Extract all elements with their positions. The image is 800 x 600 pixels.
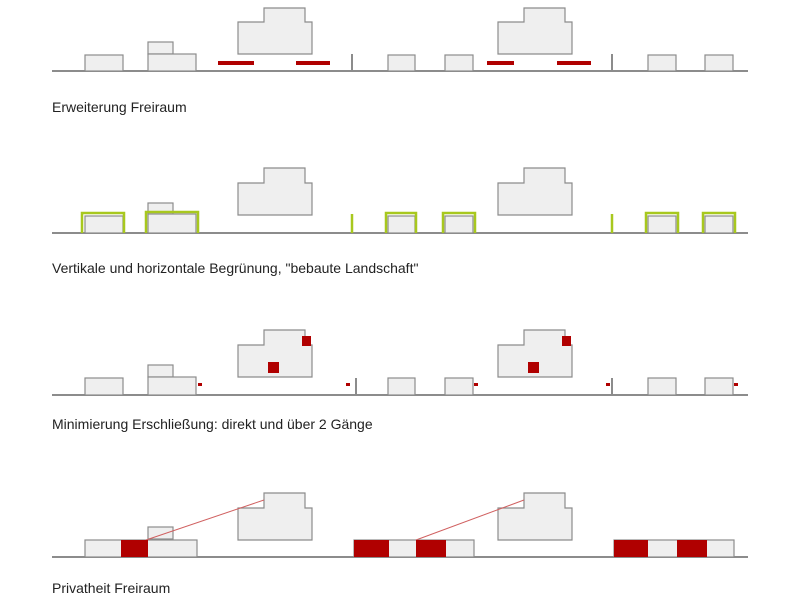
low-building <box>84 54 124 72</box>
low-building <box>704 215 734 234</box>
circulation-core <box>302 336 311 346</box>
open-space-marker <box>218 61 254 65</box>
low-building <box>704 377 734 396</box>
panel-2-begruenung: Vertikale und horizontale Begrünung, "be… <box>52 167 748 276</box>
private-open-space <box>677 540 707 557</box>
sightline <box>415 499 525 541</box>
green-roof-facade <box>80 211 126 233</box>
panel-caption: Minimierung Erschließung: direkt und übe… <box>52 416 373 432</box>
low-building <box>647 215 677 234</box>
low-building <box>387 377 416 396</box>
open-space-marker <box>557 61 591 65</box>
panel-caption: Privatheit Freiraum <box>52 580 170 596</box>
green-roof-facade <box>384 211 418 233</box>
panel-caption: Erweiterung Freiraum <box>52 99 187 115</box>
low-building <box>147 53 197 72</box>
low-building <box>147 376 197 396</box>
low-building <box>387 215 416 234</box>
low-building <box>444 377 474 396</box>
panel-3-erschliessung: Minimierung Erschließung: direkt und übe… <box>52 329 748 432</box>
private-open-space <box>416 540 446 557</box>
green-roof-facade <box>701 211 737 233</box>
panel-caption: Vertikale und horizontale Begrünung, "be… <box>52 260 418 276</box>
upper-block <box>237 7 313 55</box>
upper-block <box>497 492 573 541</box>
access-point <box>346 383 350 386</box>
open-space-marker <box>296 61 330 65</box>
private-open-space <box>121 540 148 557</box>
green-roof-facade <box>144 210 200 233</box>
low-building <box>647 54 677 72</box>
low-building <box>444 215 474 234</box>
access-point <box>474 383 478 386</box>
private-open-space <box>614 540 648 557</box>
circulation-core <box>528 362 539 373</box>
upper-block <box>237 492 313 541</box>
access-point <box>198 383 202 386</box>
circulation-core <box>562 336 571 346</box>
low-building <box>704 54 734 72</box>
upper-block <box>497 167 573 216</box>
green-roof-facade <box>441 211 477 233</box>
circulation-core <box>268 362 279 373</box>
access-point <box>606 383 610 386</box>
panel-1-erweiterung-freiraum: Erweiterung Freiraum <box>52 7 748 115</box>
low-building <box>444 54 474 72</box>
private-open-space <box>354 540 389 557</box>
rooftop-addition <box>147 41 174 55</box>
green-roof-facade <box>644 211 680 233</box>
rooftop-addition <box>147 526 174 540</box>
low-building <box>84 215 124 234</box>
open-space-marker <box>487 61 514 65</box>
sightline <box>145 499 265 541</box>
upper-block <box>497 7 573 55</box>
panel-4-privatheit-freiraum: Privatheit Freiraum <box>52 492 748 596</box>
low-building <box>387 54 416 72</box>
access-point <box>734 383 738 386</box>
low-building <box>84 377 124 396</box>
upper-block <box>237 167 313 216</box>
low-building <box>647 377 677 396</box>
rooftop-addition <box>147 364 174 378</box>
low-building <box>147 213 197 234</box>
